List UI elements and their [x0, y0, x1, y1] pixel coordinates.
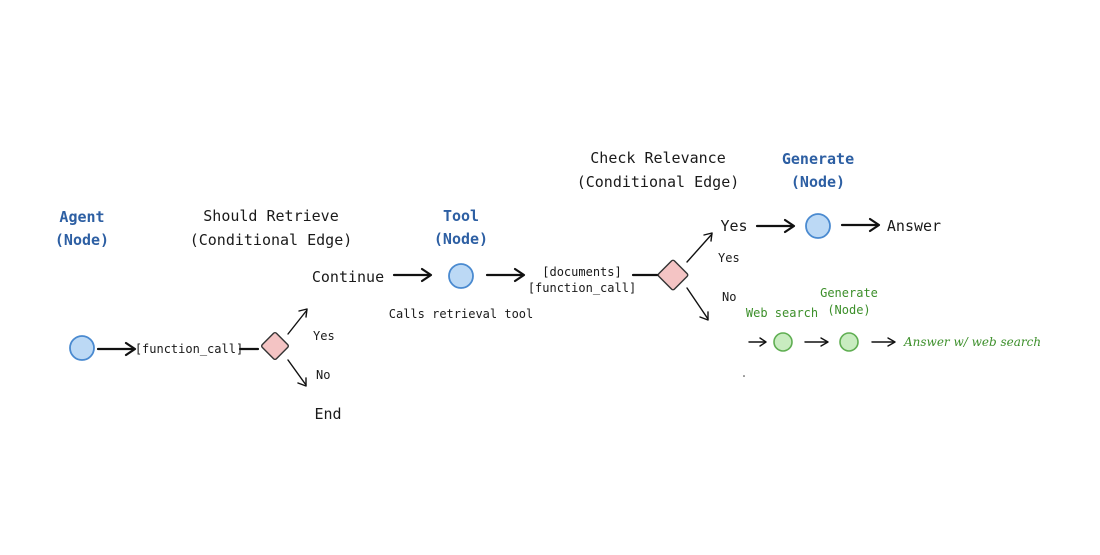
arrow-generate-to-answer: [840, 217, 881, 233]
tool-caption: Calls retrieval tool: [389, 307, 534, 321]
edge-label-answer: Answer: [887, 217, 941, 235]
edge-label-function-call-2: [function_call]: [528, 281, 636, 295]
agent-title: Agent: [59, 208, 104, 226]
tool-title: Tool: [443, 207, 479, 225]
tool-subtitle: (Node): [434, 230, 488, 248]
web-search-node[interactable]: [773, 332, 793, 352]
arrow-check-relevance-no: [686, 287, 709, 321]
edge-label-documents: [documents]: [542, 265, 621, 279]
answer-web-search-label: Answer w/ web search: [903, 335, 1041, 349]
web-generate-title: Generate: [820, 286, 878, 300]
arrow-continue-to-tool: [392, 267, 433, 283]
edge-label-function-call: [function_call]: [135, 342, 243, 356]
agent-subtitle: (Node): [55, 231, 109, 249]
should-retrieve-title: Should Retrieve: [203, 207, 338, 225]
web-generate-subtitle: (Node): [827, 303, 870, 317]
arrow-should-retrieve-yes: [287, 308, 308, 335]
arrow-to-web-search: [748, 337, 767, 347]
edge-label-continue: Continue: [312, 268, 384, 286]
web-generate-node[interactable]: [839, 332, 859, 352]
agent-node[interactable]: [69, 335, 95, 361]
web-search-label: Web search: [746, 306, 818, 320]
generate-node[interactable]: [805, 213, 831, 239]
generate-subtitle: (Node): [791, 173, 845, 191]
edge-label-no-2: No: [722, 290, 736, 304]
arrow-agent-to-function-call: [96, 341, 137, 357]
check-relevance-diamond[interactable]: [657, 259, 689, 291]
generate-title: Generate: [782, 150, 854, 168]
check-relevance-title: Check Relevance: [590, 149, 725, 167]
check-relevance-subtitle: (Conditional Edge): [577, 173, 740, 191]
stray-dot: [743, 375, 745, 377]
arrow-should-retrieve-no: [287, 359, 307, 387]
arrow-tool-to-documents: [485, 267, 526, 283]
arrow-yes-to-generate: [755, 218, 796, 234]
should-retrieve-subtitle: (Conditional Edge): [190, 231, 353, 249]
edge-label-no-1: No: [316, 368, 330, 382]
arrow-web-generate-to-answer: [871, 337, 896, 347]
edge-label-yes-2-small: Yes: [718, 251, 740, 265]
should-retrieve-diamond[interactable]: [260, 331, 290, 361]
edge-label-end: End: [314, 405, 341, 423]
arrow-check-relevance-yes: [686, 232, 713, 263]
edge-label-yes-1: Yes: [313, 329, 335, 343]
edge-label-yes-2: Yes: [720, 217, 747, 235]
tool-node[interactable]: [448, 263, 474, 289]
arrow-web-search-to-generate: [804, 337, 829, 347]
